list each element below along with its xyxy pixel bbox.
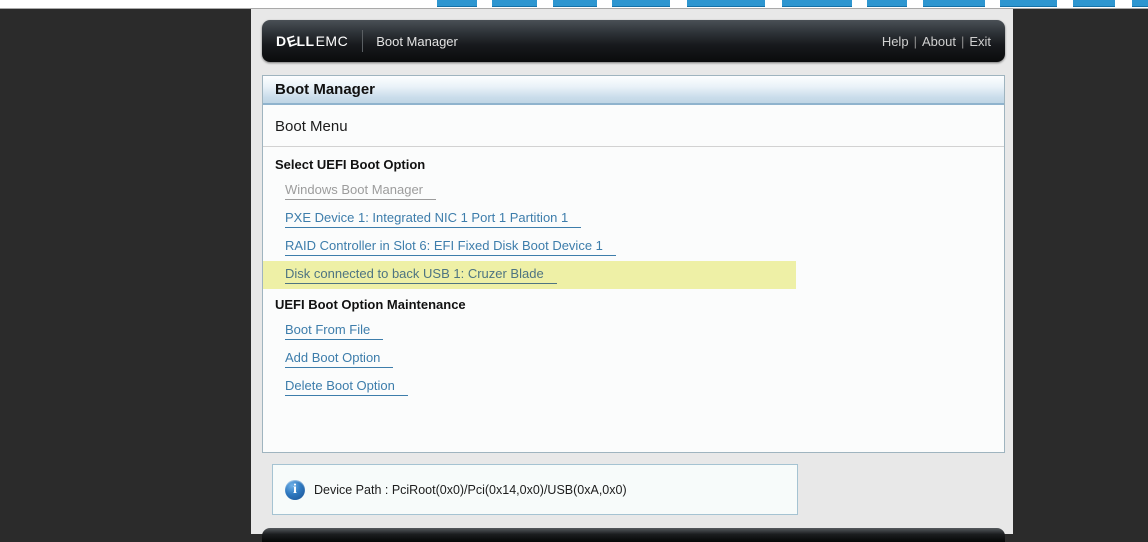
page-title: Boot Manager — [275, 81, 376, 98]
boot-option-link[interactable]: Add Boot Option — [285, 350, 394, 368]
boot-option-link[interactable]: Delete Boot Option — [285, 378, 408, 396]
tab-stub[interactable] — [1073, 0, 1115, 7]
tab-stub[interactable] — [782, 0, 852, 7]
boot-option-link[interactable]: RAID Controller in Slot 6: EFI Fixed Dis… — [285, 238, 616, 256]
device-path-info-box: i Device Path : PciRoot(0x0)/Pci(0x14,0x… — [272, 464, 798, 515]
footer-bar — [262, 528, 1005, 542]
tab-stub[interactable] — [612, 0, 670, 7]
boot-option-row[interactable]: Disk connected to back USB 1: Cruzer Bla… — [263, 261, 796, 289]
dellemc-logo: DELLEMC — [276, 31, 349, 51]
console-viewport: DELLEMC Boot Manager Help|About|Exit Boo… — [251, 8, 1013, 542]
boot-option-link[interactable]: PXE Device 1: Integrated NIC 1 Port 1 Pa… — [285, 210, 582, 228]
boot-option-row[interactable]: Windows Boot Manager — [263, 177, 1004, 205]
header-divider — [362, 30, 364, 52]
page-title-bar: Boot Manager — [263, 76, 1004, 105]
tab-stub[interactable] — [867, 0, 907, 7]
header-menu-separator: | — [960, 33, 965, 49]
tab-stub[interactable] — [437, 0, 477, 7]
boot-option-link[interactable]: Windows Boot Manager — [285, 182, 437, 200]
tab-stub[interactable] — [1132, 0, 1148, 7]
info-icon: i — [285, 479, 305, 500]
tab-stub[interactable] — [1000, 0, 1057, 7]
tab-stub[interactable] — [923, 0, 985, 7]
header-menu-item-about[interactable]: About — [921, 33, 956, 49]
tab-stub[interactable] — [687, 0, 765, 7]
boot-option-row[interactable]: Delete Boot Option — [263, 373, 1004, 401]
boot-option-row[interactable]: Boot From File — [263, 317, 1004, 345]
top-browser-strip — [0, 0, 1148, 9]
boot-option-link[interactable]: Disk connected to back USB 1: Cruzer Bla… — [285, 266, 557, 284]
header-menu: Help|About|Exit — [882, 34, 991, 49]
header-menu-item-help[interactable]: Help — [881, 33, 909, 49]
header-menu-item-exit[interactable]: Exit — [969, 33, 991, 49]
header-app-title: Boot Manager — [376, 33, 458, 49]
tab-stub[interactable] — [492, 0, 537, 7]
boot-option-row[interactable]: RAID Controller in Slot 6: EFI Fixed Dis… — [263, 233, 1004, 261]
header-menu-separator: | — [913, 33, 917, 49]
boot-option-row[interactable]: PXE Device 1: Integrated NIC 1 Port 1 Pa… — [263, 205, 1004, 233]
device-path-text: Device Path : PciRoot(0x0)/Pci(0x14,0x0)… — [314, 482, 627, 497]
section-label: Select UEFI Boot Option — [275, 157, 426, 172]
section-label: UEFI Boot Option Maintenance — [275, 297, 466, 312]
boot-option-link[interactable]: Boot From File — [285, 322, 384, 340]
tab-stub[interactable] — [553, 0, 597, 7]
boot-menu-heading: Boot Menu — [263, 105, 1004, 147]
main-panel: Boot Manager Boot Menu Select UEFI Boot … — [262, 75, 1005, 453]
boot-option-row[interactable]: Add Boot Option — [263, 345, 1004, 373]
header-bar: DELLEMC Boot Manager Help|About|Exit — [262, 20, 1005, 62]
